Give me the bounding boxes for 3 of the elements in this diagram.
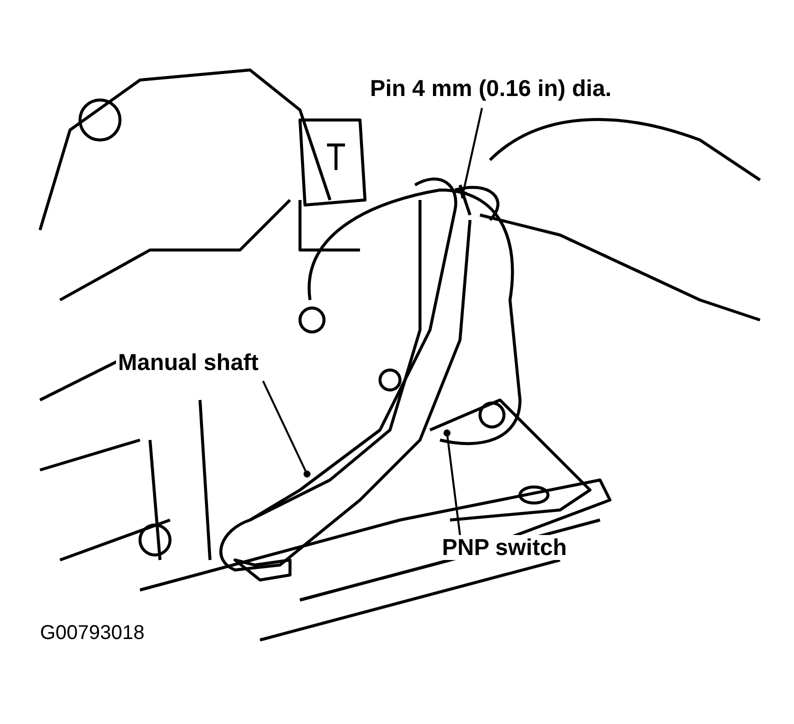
leader-line: [262, 380, 310, 478]
leader-line: [444, 430, 461, 536]
leader-line: [460, 108, 483, 199]
